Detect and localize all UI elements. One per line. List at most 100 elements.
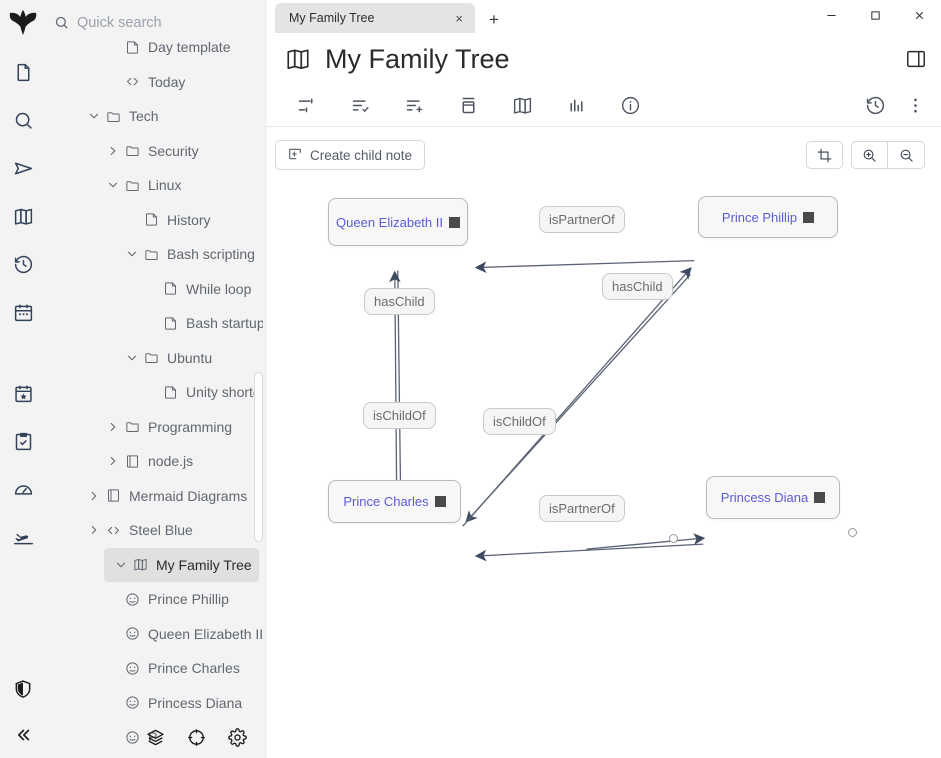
new-tab-button[interactable]: + (489, 10, 499, 29)
maximize-button[interactable] (853, 0, 897, 31)
collapse-sidebar-button[interactable] (0, 712, 46, 758)
tree-item-label: Ubuntu (167, 349, 213, 366)
tree-item-label: Day template (148, 39, 231, 56)
tree-item-my-family-tree[interactable]: My Family Tree (104, 547, 259, 582)
code-icon (122, 74, 142, 89)
book-map-icon (130, 557, 150, 572)
tree-item-label: Prince Phillip (148, 591, 229, 608)
tree-item-tech[interactable]: Tech (46, 99, 267, 134)
twisty-down-icon[interactable] (112, 559, 130, 571)
tree-item-node-js[interactable]: node.js (46, 444, 267, 479)
tree-item-label: Bash startup (186, 315, 263, 332)
minimize-button[interactable] (809, 0, 853, 31)
reset-pan-zoom-button[interactable] (806, 141, 843, 169)
tree-item-princess-diana[interactable]: Princess Diana (46, 686, 267, 721)
twisty-right-icon[interactable] (85, 490, 103, 502)
rail-item-jump-to-note[interactable] (0, 144, 46, 192)
twisty-down-icon[interactable] (104, 179, 122, 191)
relation-label-hasChild[interactable]: hasChild (364, 288, 435, 315)
rail-item-plane-landing[interactable] (0, 513, 46, 561)
relation-label-hasChild[interactable]: hasChild (602, 273, 673, 300)
relation-label-isPartnerOf[interactable]: isPartnerOf (539, 206, 625, 233)
create-child-note-button[interactable]: Create child note (275, 140, 426, 170)
tree-item-unity-shortcuts[interactable]: Unity shortcuts (46, 375, 267, 410)
tree-item-prince-charles[interactable]: Prince Charles (46, 651, 267, 686)
edge-handle[interactable] (848, 528, 857, 537)
tree-item-queen-elizabeth-ii[interactable]: Queen Elizabeth II (46, 617, 267, 652)
tree-item-bash-startup[interactable]: Bash startup (46, 306, 267, 341)
layers-icon[interactable] (146, 728, 165, 752)
info-circle-icon[interactable] (603, 87, 657, 125)
tree-item-programming[interactable]: Programming (46, 410, 267, 445)
tree-item-today[interactable]: Today (46, 65, 267, 100)
tree-item-mermaid-diagrams[interactable]: Mermaid Diagrams (46, 479, 267, 514)
note-square-icon[interactable] (814, 492, 826, 503)
relation-map-toolbar: Create child note (267, 127, 941, 183)
tree-item-prince-phillip[interactable]: Prince Phillip (46, 582, 267, 617)
rail-item-tasks[interactable] (0, 417, 46, 465)
list-check-icon[interactable] (333, 87, 387, 125)
rail-item-protected-session[interactable] (0, 666, 46, 712)
kebab-menu-icon[interactable] (895, 87, 935, 125)
relation-map-node-diana[interactable]: Princess Diana (706, 476, 840, 519)
relation-label-isChildOf[interactable]: isChildOf (363, 402, 436, 429)
tab-my-family-tree[interactable]: My Family Tree × (275, 3, 475, 33)
edge-handle[interactable] (669, 534, 678, 543)
zoom-in-button[interactable] (851, 141, 888, 169)
twisty-right-icon[interactable] (85, 524, 103, 536)
bar-chart-icon[interactable] (549, 87, 603, 125)
twisty-down-icon[interactable] (123, 248, 141, 260)
book-map-icon[interactable] (495, 87, 549, 125)
gear-icon[interactable] (228, 728, 247, 752)
history-clock-icon[interactable] (855, 87, 895, 125)
tree-item-day-template[interactable]: Day template (46, 30, 267, 65)
twisty-down-icon[interactable] (123, 352, 141, 364)
rail-item-note-page[interactable] (0, 48, 46, 96)
tree-item-bash-scripting[interactable]: Bash scripting (46, 237, 267, 272)
rail-item-recent-changes[interactable] (0, 240, 46, 288)
twisty-down-icon[interactable] (85, 110, 103, 122)
tree-item-linux[interactable]: Linux (46, 168, 267, 203)
note-page-icon (160, 281, 180, 296)
rail-item-book-map[interactable] (0, 192, 46, 240)
note-page-icon (141, 212, 161, 227)
relation-map-node-qe2[interactable]: Queen Elizabeth II (328, 198, 468, 246)
tree-item-steel-blue[interactable]: Steel Blue (46, 513, 267, 548)
box-icon[interactable] (441, 87, 495, 125)
tree-item-ubuntu[interactable]: Ubuntu (46, 341, 267, 376)
quick-search[interactable]: Quick search (46, 0, 267, 45)
sidebar-scrollbar[interactable] (254, 372, 263, 542)
twisty-right-icon[interactable] (104, 145, 122, 157)
rail-item-gauge[interactable] (0, 465, 46, 513)
note-square-icon[interactable] (434, 496, 446, 507)
main-panel: My Family Tree × + My Family Tree (267, 0, 941, 758)
right-panel-icon[interactable] (905, 48, 927, 70)
page-title[interactable]: My Family Tree (325, 43, 510, 74)
note-square-icon[interactable] (803, 211, 815, 223)
twisty-right-icon[interactable] (104, 421, 122, 433)
list-plus-icon[interactable] (387, 87, 441, 125)
twisty-right-icon[interactable] (104, 455, 122, 467)
tree-item-label: While loop (186, 280, 252, 297)
zoom-out-button[interactable] (888, 141, 925, 169)
tree-item-while-loop[interactable]: While loop (46, 272, 267, 307)
close-button[interactable] (897, 0, 941, 31)
rail-item-search[interactable] (0, 96, 46, 144)
tree-item-history[interactable]: History (46, 203, 267, 238)
rail-item-calendar-star[interactable] (0, 369, 46, 417)
relation-map-node-charles[interactable]: Prince Charles (328, 480, 461, 523)
book-icon (103, 488, 123, 503)
rail-item-calendar[interactable] (0, 288, 46, 336)
close-icon[interactable]: × (455, 10, 463, 26)
relation-label-isPartnerOf[interactable]: isPartnerOf (539, 495, 625, 522)
relation-label-isChildOf[interactable]: isChildOf (483, 408, 556, 435)
quick-search-input[interactable]: Quick search (77, 14, 162, 31)
tree-item-security[interactable]: Security (46, 134, 267, 169)
tree-item-label: Queen Elizabeth II (148, 625, 263, 642)
tree-item-label: Bash scripting (167, 246, 255, 263)
relation-map-node-phillip[interactable]: Prince Phillip (698, 196, 838, 238)
sliders-icon[interactable] (279, 87, 333, 125)
note-square-icon[interactable] (448, 216, 460, 228)
crosshair-icon[interactable] (187, 728, 206, 752)
